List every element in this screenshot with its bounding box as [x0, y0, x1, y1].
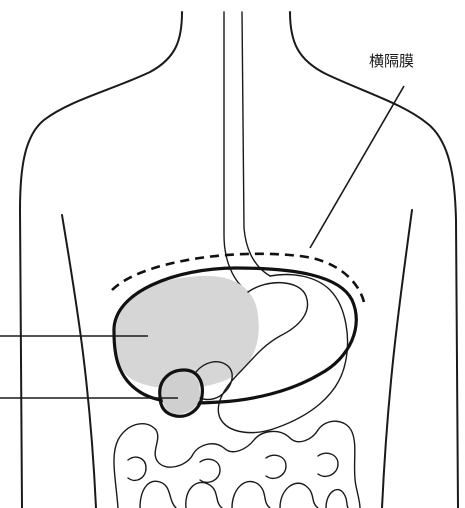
intestine-detail-2 [200, 459, 220, 482]
small-intestine-loop-3 [232, 481, 270, 508]
gallbladder-shape [162, 372, 200, 414]
small-intestine-loop-5 [326, 490, 348, 508]
intestine-detail-4 [318, 453, 338, 476]
intestine-detail-3 [266, 455, 286, 478]
small-intestine-loop-2 [186, 482, 222, 508]
diaphragm-label: 横隔膜 [369, 54, 414, 69]
intestine-detail-1 [128, 457, 146, 480]
left-arm-inner-outline [62, 215, 96, 508]
esophagus-right-wall [242, 12, 270, 276]
large-intestine-outline [114, 421, 360, 508]
right-arm-inner-outline [382, 210, 412, 508]
small-intestine-loop-4 [280, 483, 318, 508]
small-intestine-loop-1 [140, 481, 176, 508]
esophagus-left-wall [224, 12, 248, 292]
leader-line-diaphragm [310, 86, 404, 248]
